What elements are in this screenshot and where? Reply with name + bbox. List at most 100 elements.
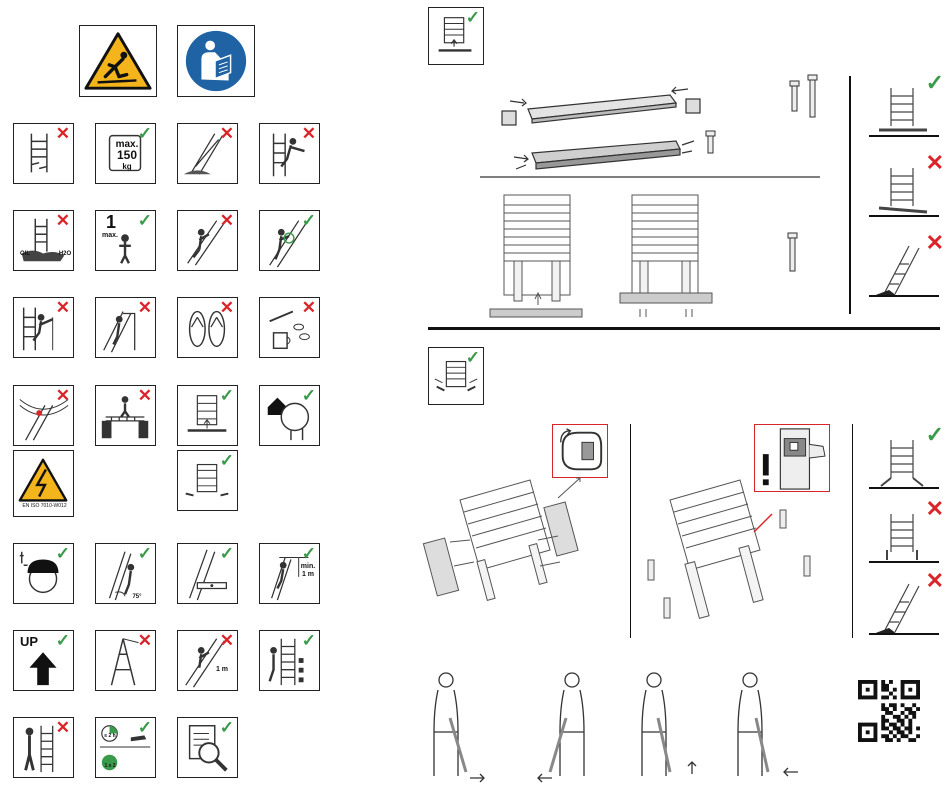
pictogram-label: ≤ 2 h <box>100 731 120 741</box>
screws <box>706 75 817 271</box>
pictogram-level-check: ✓ <box>177 543 238 604</box>
pictogram-max-load: max.150kg✓ <box>95 123 156 184</box>
ok-mark: ✓ <box>220 387 234 404</box>
pictogram-label: 1 <box>102 213 120 231</box>
ok-mark: ✓ <box>220 452 234 469</box>
pictogram-stabilizer: ✓ <box>177 385 238 446</box>
pictogram-label: 1 m <box>298 570 318 580</box>
ok-mark: ✓ <box>138 719 152 736</box>
read-manual-icon <box>178 26 254 96</box>
pictogram-climbing-right: ✓ <box>259 210 320 271</box>
person-pull-left <box>538 673 584 782</box>
ok-mark: ✓ <box>302 212 316 229</box>
forbidden-mark: ✕ <box>56 212 70 229</box>
right-column-divider-bottom <box>852 424 853 638</box>
forbidden-mark: ✕ <box>220 632 234 649</box>
forbidden-mark: ✕ <box>220 125 234 142</box>
pictogram-label: 150 <box>110 150 144 160</box>
carry-technique-illustrations <box>420 668 820 788</box>
forbidden-mark: ✕ <box>926 234 944 251</box>
ladder-lock-attach <box>648 480 810 618</box>
forbidden-mark: ✕ <box>926 572 944 589</box>
side-check-feet-wrong-2: ✕ <box>868 578 940 638</box>
ok-mark: ✓ <box>138 212 152 229</box>
forbidden-mark: ✕ <box>302 299 316 316</box>
pictogram-label: kg <box>110 162 144 172</box>
stabilizer-assembly-diagram <box>480 65 840 320</box>
pictogram-read-instructions: ✓ <box>177 717 238 778</box>
ok-mark: ✓ <box>220 719 234 736</box>
pictogram-unstable-ground: ✕ <box>177 123 238 184</box>
slip-warning-sign <box>79 25 157 97</box>
forbidden-mark: ✕ <box>138 632 152 649</box>
side-check-stabilizer-on-level: ✓ <box>868 80 940 140</box>
pictogram-stabilizer-feet: ✓ <box>177 450 238 511</box>
pictogram-label: 1 x 2 <box>100 761 120 771</box>
right-column-divider-top <box>849 76 851 314</box>
ladder-feet-attach <box>423 478 580 600</box>
pictogram-slippery-surface: OIL H2O ✕ <box>13 210 74 271</box>
pictogram-power-lines: ✕ <box>13 385 74 446</box>
pictogram-label: max. <box>100 231 120 241</box>
forbidden-mark: ✕ <box>56 719 70 736</box>
pictogram-face-up: UP ✓ <box>13 630 74 691</box>
ok-mark: ✓ <box>56 545 70 562</box>
forbidden-mark: ✕ <box>926 154 944 171</box>
ladder-with-stabilizer <box>620 195 712 317</box>
forbidden-mark: ✕ <box>138 299 152 316</box>
forbidden-mark: ✕ <box>56 387 70 404</box>
ok-mark: ✓ <box>220 545 234 562</box>
pictogram-hard-hat: ✓ <box>13 543 74 604</box>
pictogram-label: OIL <box>16 249 34 259</box>
forbidden-mark: ✕ <box>302 125 316 142</box>
pictogram-angle-75: 75° ✓ <box>95 543 156 604</box>
step-feet-icon-box: ✓ <box>428 347 484 405</box>
stabilizer-bar-assembled <box>514 141 694 169</box>
pictogram-climbing-wrong: ✕ <box>177 210 238 271</box>
pictogram-label: UP <box>20 635 50 649</box>
ok-mark: ✓ <box>302 387 316 404</box>
slip-warning-icon <box>80 26 156 96</box>
pictogram-carry-wrong: ✕ <box>13 717 74 778</box>
ok-mark: ✓ <box>56 632 70 649</box>
pictogram-alcohol-drugs: ✕ <box>259 297 320 358</box>
right-column-divider-mid <box>630 424 631 638</box>
pictogram-label: 75° <box>126 592 148 602</box>
pictogram-leaning-wrong: ✕ <box>13 297 74 358</box>
ok-mark: ✓ <box>302 545 316 562</box>
forbidden-mark: ✕ <box>56 299 70 316</box>
side-check-feet-wrong-1: ✕ <box>868 506 940 566</box>
pictogram-bridging: ✕ <box>95 385 156 446</box>
pictogram-locking: ✓ <box>259 630 320 691</box>
ok-mark: ✓ <box>302 632 316 649</box>
column-divider <box>428 327 940 330</box>
side-check-stabilizer-wrong-2: ✕ <box>868 240 940 300</box>
forbidden-mark: ✕ <box>138 387 152 404</box>
pictogram-damaged-ladder: ✕ <box>13 123 74 184</box>
ok-mark: ✓ <box>466 349 480 366</box>
side-check-stabilizer-wrong-1: ✕ <box>868 160 940 220</box>
person-lift-up <box>642 673 696 776</box>
pictogram-label: EN ISO 7010-W012 <box>14 501 74 511</box>
pictogram-overlap: 1 m ✕ <box>177 630 238 691</box>
stabilizer-bar-exploded <box>502 87 700 125</box>
forbidden-mark: ✕ <box>926 500 944 517</box>
ok-mark: ✓ <box>138 125 152 142</box>
ok-mark: ✓ <box>926 74 944 91</box>
pictogram-overreaching: ✕ <box>259 123 320 184</box>
step-stabilizer-icon-box: ✓ <box>428 7 484 65</box>
ok-mark: ✓ <box>466 9 480 26</box>
read-manual-sign <box>177 25 255 97</box>
pictogram-label: H2O <box>56 249 74 259</box>
person-push-in <box>738 673 798 776</box>
ladder-before-stabilizer <box>490 195 582 317</box>
qr-code-icon <box>857 680 921 742</box>
ok-mark: ✓ <box>138 545 152 562</box>
ok-mark: ✓ <box>926 426 944 443</box>
pictogram-label: 1 m <box>212 665 232 675</box>
pictogram-indoor-use: ✓ <box>259 385 320 446</box>
forbidden-mark: ✕ <box>220 299 234 316</box>
pictogram-inspection: ≤ 2 h 1 x 2 ✓ <box>95 717 156 778</box>
pictogram-extension: min.1 m✓ <box>259 543 320 604</box>
